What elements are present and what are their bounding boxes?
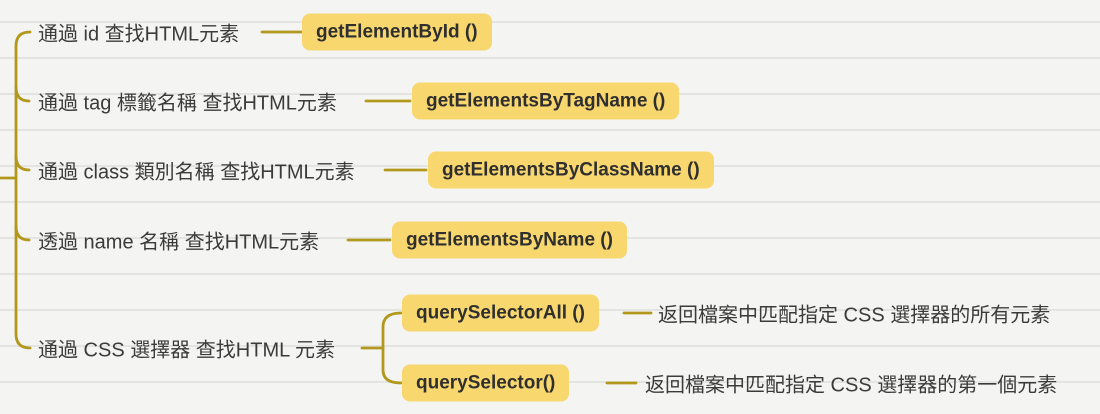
branch-label-tag: 通過 tag 標籤名稱 查找HTML元素 <box>38 92 337 115</box>
connector-branch-3 <box>14 154 31 172</box>
description-queryselectorall: 返回檔案中匹配指定 CSS 選擇器的所有元素 <box>658 304 1051 327</box>
branch-label-class: 通過 class 類別名稱 查找HTML元素 <box>38 161 355 184</box>
connector-trunk <box>14 30 32 350</box>
method-node-queryselector: querySelector() <box>402 364 570 402</box>
connector-child-bracket <box>381 311 403 385</box>
method-node-getelementsbytagname: getElementsByTagName () <box>412 82 680 120</box>
branch-label-name: 透過 name 名稱 查找HTML元素 <box>38 231 320 254</box>
description-queryselector: 返回檔案中匹配指定 CSS 選擇器的第一個元素 <box>645 374 1058 397</box>
branch-label-id: 通過 id 查找HTML元素 <box>38 23 240 46</box>
method-node-getelementbyid: getElementById () <box>302 13 492 51</box>
connector-branch-2 <box>14 85 31 103</box>
method-node-getelementsbyclassname: getElementsByClassName () <box>428 151 714 189</box>
method-node-getelementsbyname: getElementsByName () <box>392 221 627 259</box>
branch-label-css-selector: 通過 CSS 選擇器 查找HTML 元素 <box>38 339 336 362</box>
method-node-queryselectorall: querySelectorAll () <box>402 294 599 332</box>
connector-branch-4 <box>14 224 31 242</box>
